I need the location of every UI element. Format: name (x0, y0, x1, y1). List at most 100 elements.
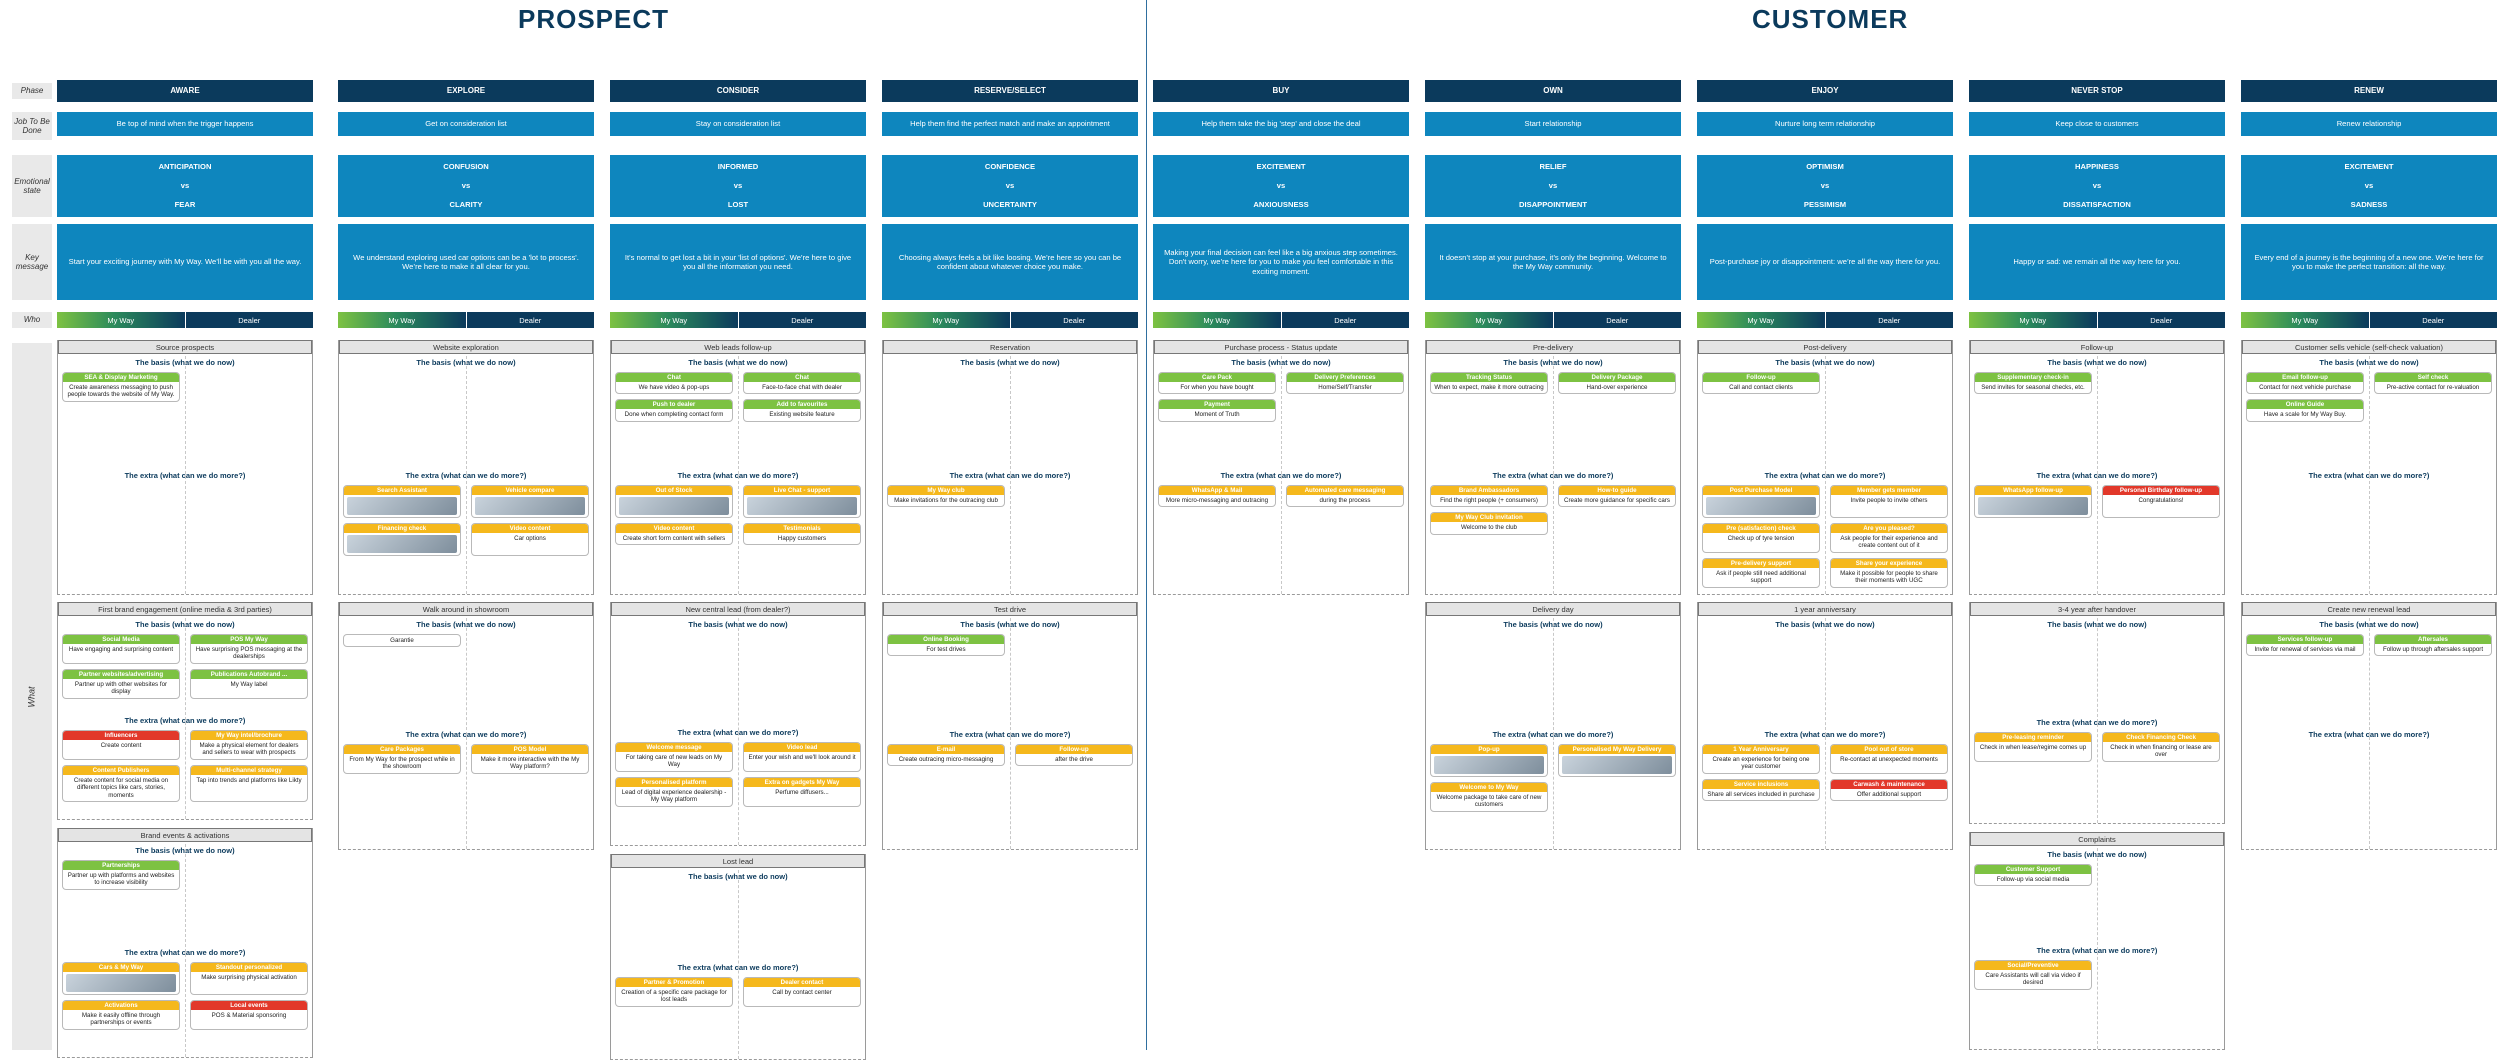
idea-card[interactable]: Post Purchase Model (1702, 485, 1820, 518)
phase-title: CONSIDER (610, 80, 866, 102)
emotion-term: HAPPINESS (2075, 162, 2119, 172)
idea-card[interactable]: Publications Autobrand ...My Way label (190, 668, 308, 699)
basis-heading: The basis (what we do now) (1231, 358, 1331, 367)
idea-card[interactable]: Search Assistant (343, 485, 461, 518)
who-dealer: Dealer (1280, 312, 1409, 328)
idea-card-body: Check in when lease/regime comes up (1979, 744, 2087, 751)
key-message: Making your final decision can feel like… (1153, 224, 1409, 300)
idea-card[interactable]: Out of Stock (615, 485, 733, 518)
extra-heading: The extra (what can we do more?) (949, 730, 1071, 739)
idea-card-title: Activations (63, 1001, 179, 1010)
extra-heading: The extra (what can we do more?) (1220, 471, 1342, 480)
extra-heading: The extra (what can we do more?) (405, 471, 527, 480)
idea-card[interactable]: Vehicle compare (471, 485, 589, 518)
basis-heading: The basis (what we do now) (1775, 358, 1875, 367)
idea-card-title: Vehicle compare (472, 486, 588, 495)
idea-card-title: Tracking Status (1431, 373, 1547, 382)
idea-card-title: Services follow-up (2247, 635, 2363, 644)
idea-card-body: Garantie (390, 637, 414, 644)
phase-title: RENEW (2241, 80, 2497, 102)
idea-card-title: Share your experience (1831, 558, 1947, 568)
idea-card[interactable]: Live Chat - support (743, 485, 861, 518)
idea-card[interactable]: Cars & My Way (62, 962, 180, 995)
idea-card-thumbnail (475, 497, 585, 515)
idea-card[interactable]: Garantie (343, 634, 461, 648)
idea-card[interactable]: Financing check (343, 523, 461, 556)
touchpoint-title: Customer sells vehicle (self-check valua… (2242, 340, 2496, 354)
idea-card[interactable]: Pop-up (1430, 744, 1548, 777)
idea-card[interactable]: Are you pleased?Ask people for their exp… (1830, 523, 1948, 553)
idea-card-body: Perfume diffusers... (775, 788, 829, 796)
who-my-way: My Way (1425, 312, 1553, 328)
idea-card-body: Create short form content with sellers (622, 535, 726, 542)
touchpoint-title: Reservation (883, 340, 1137, 354)
touchpoint-title: Delivery day (1426, 602, 1680, 616)
idea-card[interactable]: Personalised My Way Delivery (1558, 744, 1676, 777)
idea-card[interactable]: WhatsApp follow-up (1974, 485, 2092, 518)
